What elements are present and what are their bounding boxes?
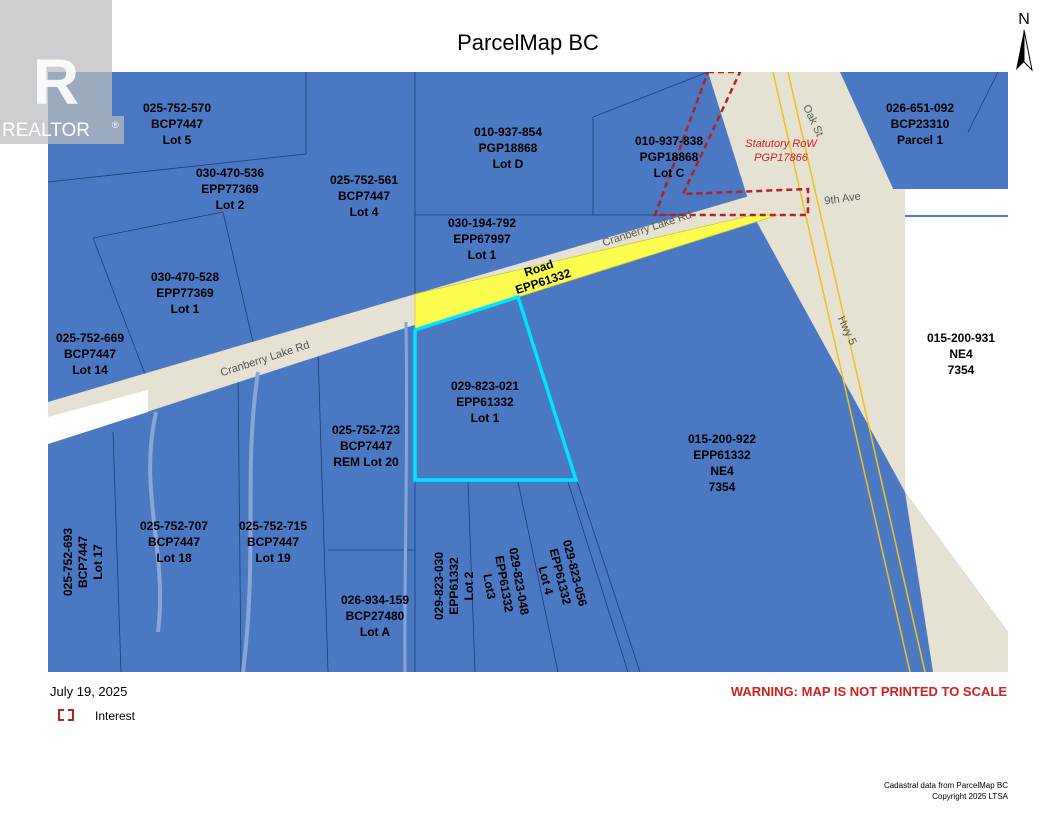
parcel-label-lot: Lot 4 — [536, 565, 557, 597]
parcel-label-id: 025-752-669 — [56, 331, 124, 345]
hwy-centerline-2 — [787, 72, 926, 672]
parcel-label-plan: BCP23310 — [891, 117, 950, 131]
parcel-label-lot: Lot 14 — [72, 363, 108, 377]
parcel-label-lot: Parcel 1 — [897, 133, 943, 147]
parcel-label-id: 025-752-693 — [61, 528, 75, 596]
parcel-label-plan: EPP61332 — [693, 448, 751, 462]
street-label-9th: 9th Ave — [824, 191, 862, 208]
row-title: Statutory RoW — [745, 138, 818, 150]
creek-3 — [403, 321, 409, 672]
parcel-label-id: 029-823-021 — [451, 379, 519, 393]
parcel-label-plan: EPP61332 — [447, 557, 461, 615]
parcel-label-lot: Lot 19 — [255, 551, 291, 565]
rotated-parcel-label: 029-823-030 EPP61332 Lot 2 — [432, 552, 476, 620]
parcel-label-lot: Lot 17 — [91, 544, 105, 580]
road-parcel-highlight — [414, 214, 779, 331]
svg-text:R: R — [33, 46, 79, 118]
parcel-label-lot: 7354 — [948, 363, 975, 377]
parcel-label-plan: BCP7447 — [247, 535, 299, 549]
parcel-label-id: 015-200-931 — [927, 331, 995, 345]
parcel-label-plan: NE4 — [949, 347, 973, 361]
hwy-centerline-1 — [772, 72, 911, 672]
credit-line-1: Cadastral data from ParcelMap BC — [883, 781, 1008, 790]
creek-1 — [148, 411, 163, 633]
parcel-label-plan: BCP7447 — [340, 439, 392, 453]
parcel-label-id: 010-937-854 — [474, 125, 542, 139]
ninth-ave-extension — [905, 189, 1008, 215]
parcel-label-plan: PGP18868 — [479, 141, 538, 155]
parcel-label-lot: Lot 4 — [350, 205, 379, 219]
parcel-label-plan: PGP18868 — [640, 150, 699, 164]
parcel-label-id: 029-823-030 — [432, 552, 446, 620]
parcel-label-id: 026-651-092 — [886, 101, 954, 115]
map-title: ParcelMap BC — [457, 30, 599, 55]
parcel-label-plan: EPP67997 — [453, 232, 511, 246]
parcel-label-plan: BCP7447 — [338, 189, 390, 203]
north-arrow-icon: N — [1016, 11, 1033, 72]
parcel-label-plan: BCP7447 — [64, 347, 116, 361]
realtor-logo: R REALTOR ® — [0, 0, 124, 144]
parcel-label-id: 025-752-723 — [332, 423, 400, 437]
parcel-label-id: 025-752-570 — [143, 101, 211, 115]
parcel-label-id: 030-194-792 — [448, 216, 516, 230]
subject-parcel-outline — [413, 294, 579, 482]
road-end-west — [48, 390, 148, 444]
parcel-label-lot: Lot 1 — [468, 248, 497, 262]
parcel-label-lot: Lot 2 — [462, 571, 476, 600]
parcel-label-id: 010-937-838 — [635, 134, 703, 148]
parcel-label-id: 026-934-159 — [341, 593, 409, 607]
parcel-label-plan: EPP61332 — [456, 395, 514, 409]
parcel-label-lot: REM Lot 20 — [333, 455, 399, 469]
logo-mark: ® — [112, 120, 119, 130]
creek-2 — [241, 371, 260, 672]
parcel-label-plan: BCP27480 — [346, 609, 405, 623]
outside-area — [905, 217, 1008, 632]
map-date: July 19, 2025 — [50, 684, 128, 699]
parcel-label-lot: Lot 2 — [216, 198, 245, 212]
parcel-label-id: 025-752-561 — [330, 173, 398, 187]
parcel-labels: 025-752-570 BCP7447 Lot 5 030-470-536 EP… — [56, 101, 995, 639]
interest-boundary — [653, 72, 810, 217]
parcel-label-lot: Lot 1 — [471, 411, 500, 425]
data-credit: Cadastral data from ParcelMap BC Copyrig… — [884, 780, 1008, 802]
parcel-label-lot: NE4 — [710, 464, 734, 478]
parcel-label-id: 015-200-922 — [688, 432, 756, 446]
parcel-label-plan: BCP7447 — [148, 535, 200, 549]
parcel-label-lot: Lot 1 — [171, 302, 200, 316]
parcel-label-lot: Lot A — [360, 625, 391, 639]
parcel-label-id: 030-470-536 — [196, 166, 264, 180]
interest-legend-label: Interest — [95, 709, 136, 723]
parcel-label-id: 025-752-707 — [140, 519, 208, 533]
parcel-label-id: 025-752-715 — [239, 519, 307, 533]
parcel-label-lot: Lot3 — [480, 573, 498, 601]
scale-warning: WARNING: MAP IS NOT PRINTED TO SCALE — [730, 684, 1007, 699]
parcel-label-lot: Lot C — [654, 166, 685, 180]
parcel-map[interactable]: 025-752-570 BCP7447 Lot 5 030-470-536 EP… — [48, 72, 1008, 672]
parcel-label-plan: EPP77369 — [156, 286, 214, 300]
parcel-label-plan: BCP7447 — [151, 117, 203, 131]
row-plan: PGP17866 — [754, 152, 809, 164]
parcel-label-plan: BCP7447 — [76, 536, 90, 588]
interest-legend-swatch — [58, 709, 74, 721]
rotated-parcel-label: 025-752-693 BCP7447 Lot 17 — [61, 528, 105, 596]
logo-text: REALTOR — [2, 120, 90, 141]
credit-line-2: Copyright 2025 LTSA — [932, 792, 1008, 801]
parcel-label-lot: Lot 5 — [163, 133, 192, 147]
parcel-label-lot: Lot D — [493, 157, 524, 171]
parcel-label-id: 030-470-528 — [151, 270, 219, 284]
parcel-label-lot: Lot 18 — [156, 551, 192, 565]
north-label: N — [1018, 11, 1030, 28]
highway-5 — [708, 72, 1008, 672]
parcel-label-extra: 7354 — [709, 480, 736, 494]
parcel-label-plan: EPP77369 — [201, 182, 259, 196]
